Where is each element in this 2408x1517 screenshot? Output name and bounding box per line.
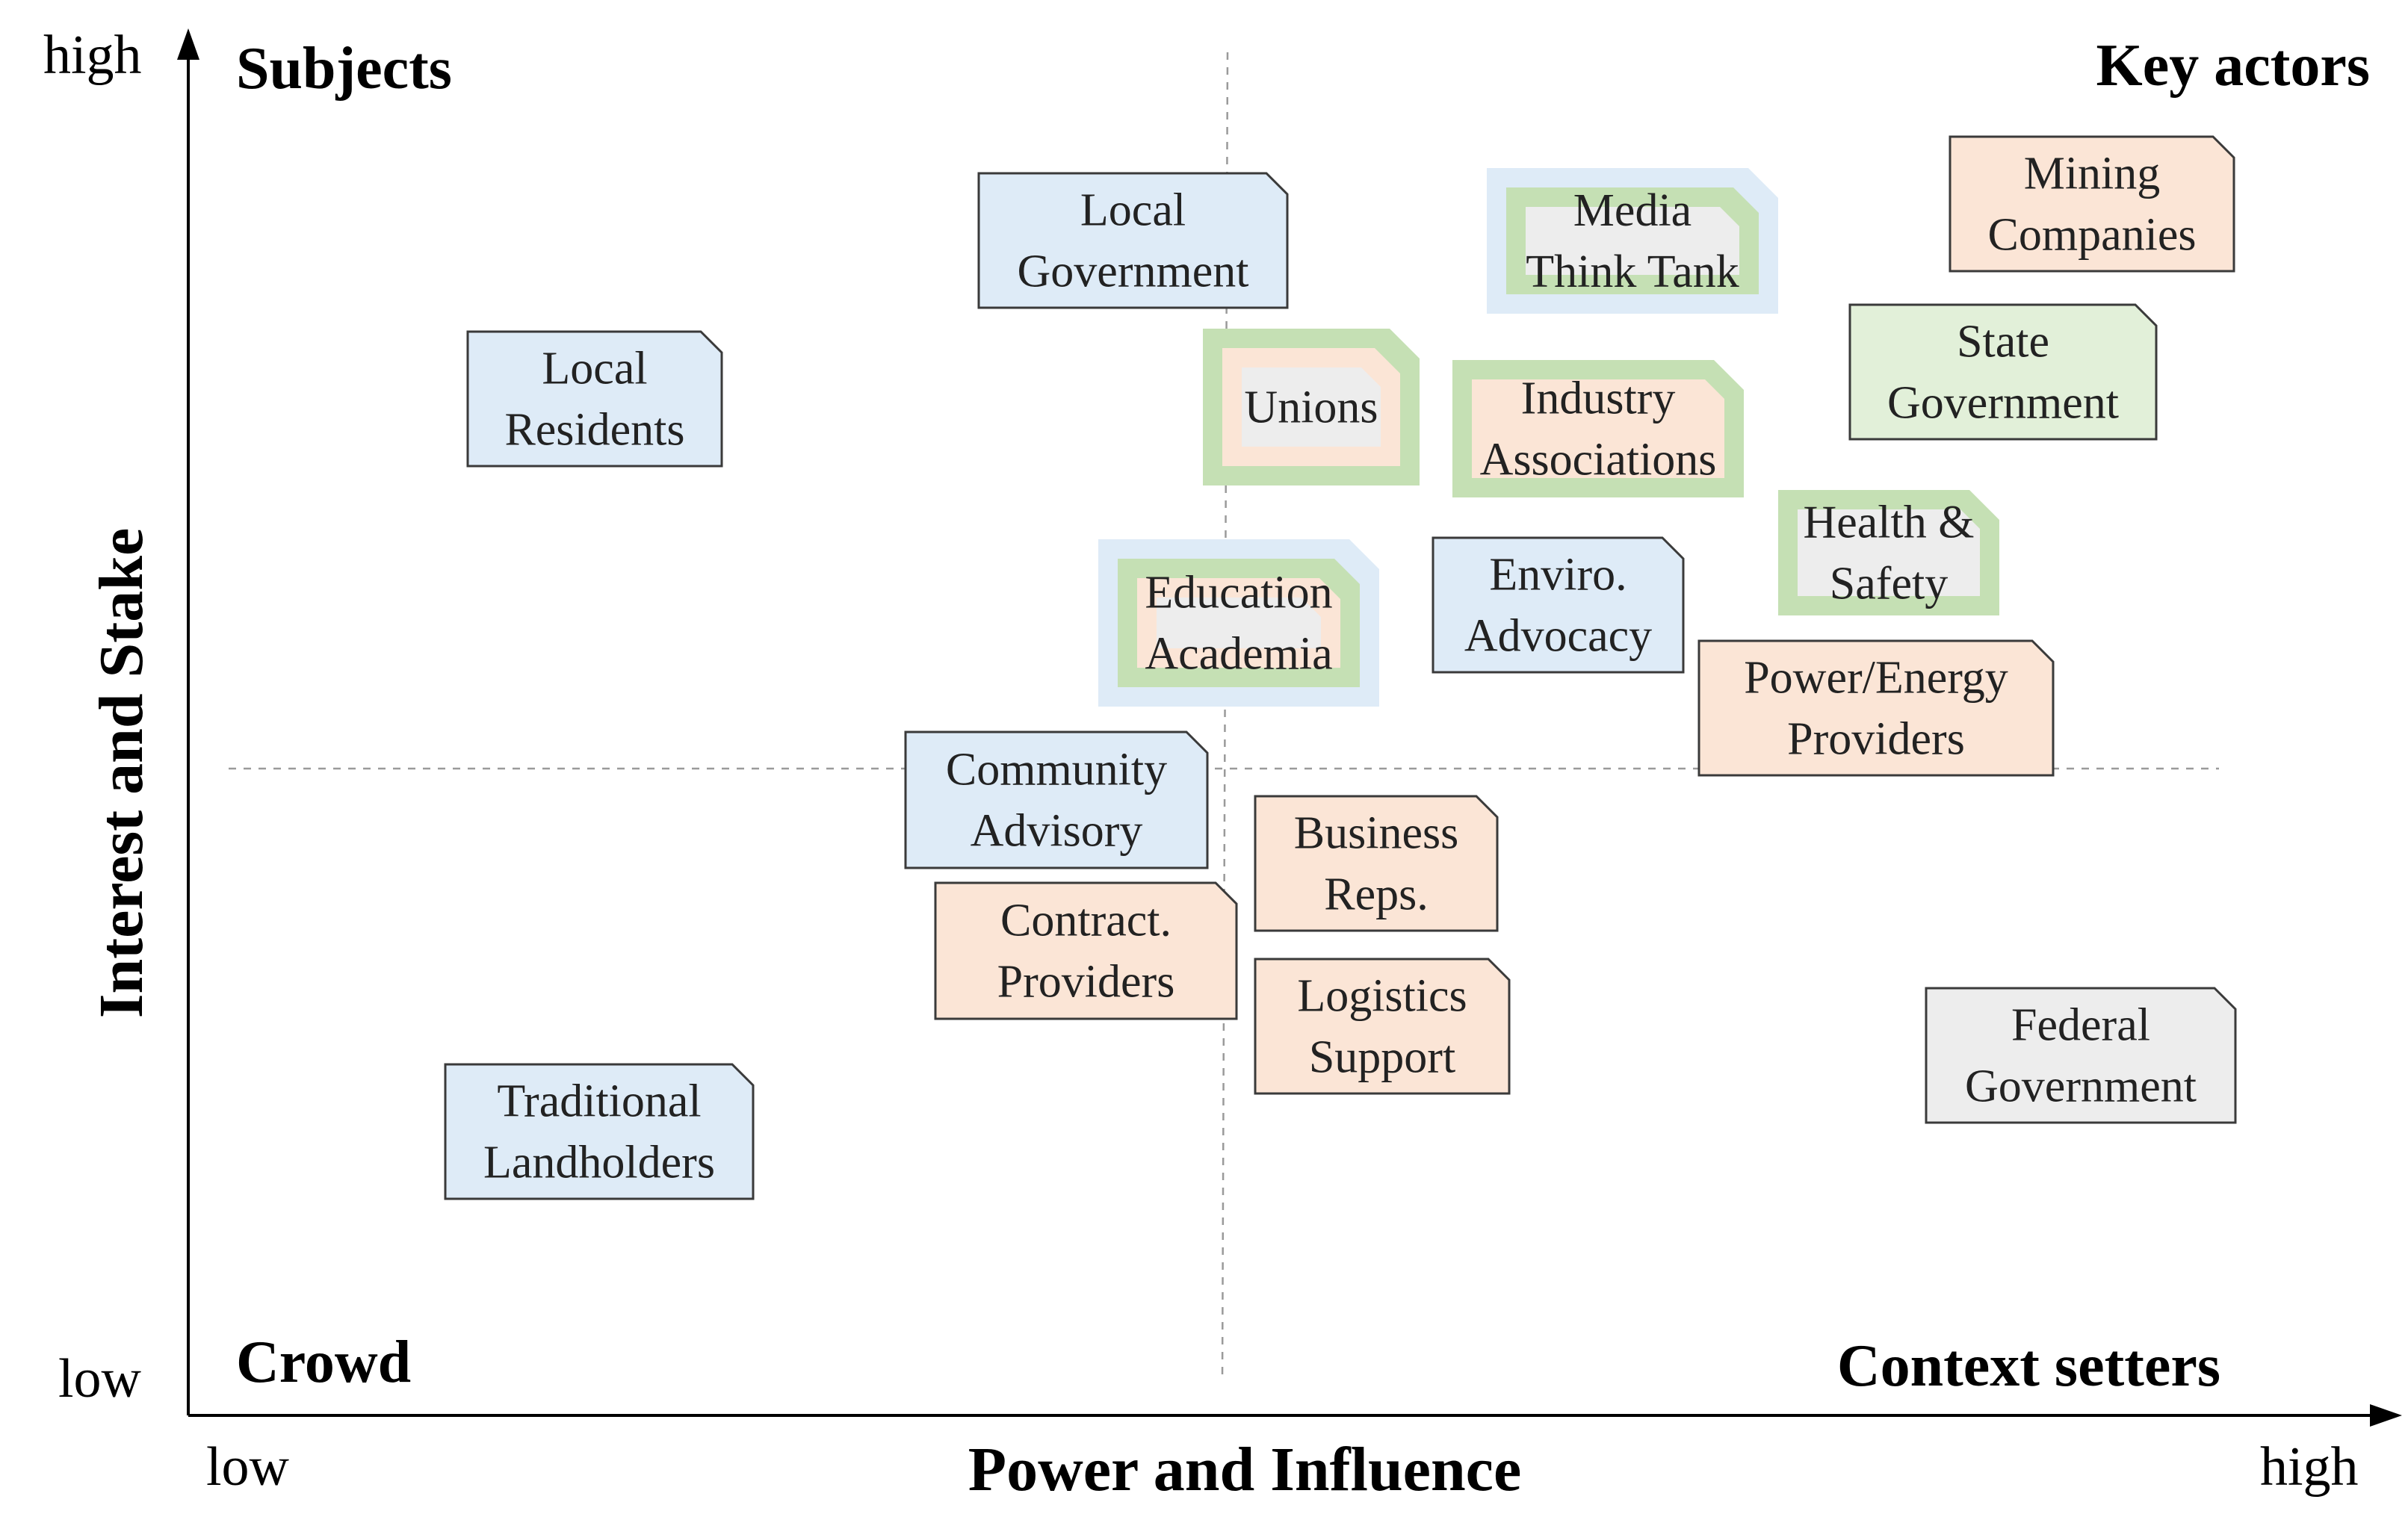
stakeholder-label: Industry: [1521, 373, 1676, 424]
stakeholder-label: Government: [1887, 377, 2119, 428]
stakeholder-label: State: [1957, 316, 2049, 367]
stakeholder-label: Education: [1145, 567, 1332, 618]
quadrant-key-actors-label: Key actors: [2096, 33, 2370, 99]
stakeholder-label: Government: [1965, 1061, 2197, 1111]
stakeholder-contract-providers: Contract. Providers: [934, 881, 1238, 1020]
stakeholder-unions: Unions: [1203, 329, 1420, 485]
stakeholder-health-safety: Health & Safety: [1778, 490, 1999, 615]
stakeholder-box: [1697, 639, 2055, 777]
stakeholder-label: Providers: [1787, 713, 1965, 764]
stakeholder-label: Contract.: [1000, 895, 1171, 946]
x-low-label: low: [206, 1436, 290, 1498]
stakeholder-box: [1949, 135, 2235, 273]
stakeholder-fill: [1242, 367, 1381, 447]
stakeholder-label: Mining: [2024, 148, 2161, 199]
stakeholder-fill: [1526, 207, 1739, 275]
stakeholder-box: [1254, 958, 1511, 1095]
stakeholder-label: Government: [1018, 246, 1249, 297]
stakeholder-label: Advocacy: [1464, 610, 1652, 661]
stakeholder-label: Power/Energy: [1744, 652, 2008, 703]
quadrant-subjects-label: Subjects: [236, 36, 452, 102]
stakeholder-box: [934, 881, 1238, 1020]
stakeholder-label: Academia: [1145, 628, 1332, 679]
stakeholder-box: [977, 172, 1289, 309]
stakeholder-box: [1432, 536, 1685, 674]
stakeholder-label: Business: [1294, 807, 1458, 858]
y-high-label: high: [43, 25, 142, 86]
stakeholder-label: Think Tank: [1526, 246, 1739, 297]
stakeholder-label: Associations: [1480, 434, 1717, 485]
stakeholder-label: Support: [1309, 1032, 1455, 1082]
stakeholder-enviro-advocacy: Enviro. Advocacy: [1432, 536, 1685, 674]
vertical-divider: [1221, 52, 1229, 1383]
stakeholder-label: Health &: [1804, 497, 1975, 547]
stakeholder-label: Federal: [2011, 999, 2150, 1050]
stakeholder-label: Companies: [1988, 209, 2197, 260]
stakeholder-box: [1925, 987, 2237, 1124]
stakeholder-label: Media: [1573, 185, 1692, 236]
stakeholder-fill: [1157, 598, 1321, 648]
stakeholder-label: Logistics: [1297, 970, 1467, 1021]
stakeholder-label: Local: [1080, 184, 1186, 235]
stakeholder-label: Landholders: [483, 1137, 715, 1188]
stakeholder-box: [1254, 795, 1499, 932]
stakeholder-label: Enviro.: [1489, 549, 1627, 600]
stakeholder-label: Reps.: [1324, 869, 1429, 919]
y-low-label: low: [58, 1348, 142, 1409]
stakeholder-box: [444, 1063, 755, 1200]
stakeholder-fill: [1472, 379, 1724, 478]
x-axis-title: Power and Influence: [968, 1435, 1521, 1504]
stakeholder-fill: [1798, 509, 1980, 596]
stakeholder-box: [1848, 303, 2158, 441]
y-axis-arrowhead: [177, 28, 199, 60]
stakeholder-label: Traditional: [497, 1076, 701, 1126]
stakeholder-label: Community: [946, 744, 1167, 795]
stakeholder-label: Local: [542, 343, 647, 394]
stakeholder-box: [904, 730, 1209, 869]
stakeholder-label: Unions: [1244, 382, 1378, 432]
quadrant-crowd-label: Crowd: [236, 1330, 411, 1395]
stakeholder-label: Advisory: [971, 805, 1143, 856]
x-high-label: high: [2260, 1436, 2359, 1498]
stakeholder-label: Residents: [504, 404, 684, 455]
y-axis-title: Interest and Stake: [87, 528, 156, 1019]
x-axis-arrowhead: [2370, 1404, 2402, 1427]
stakeholder-label: Safety: [1830, 558, 1948, 609]
stakeholder-box: [466, 330, 723, 468]
quadrant-context-setters-label: Context setters: [1837, 1333, 2220, 1399]
stakeholder-label: Providers: [997, 956, 1175, 1007]
